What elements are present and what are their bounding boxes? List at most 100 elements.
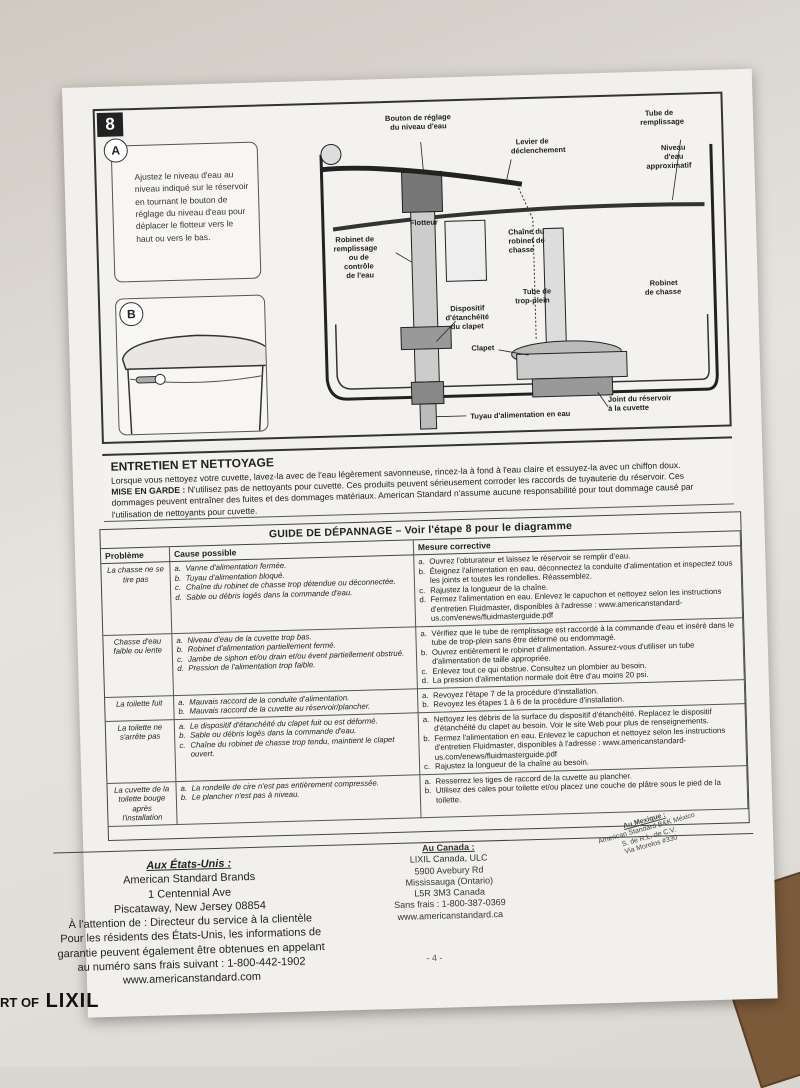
float	[444, 219, 488, 282]
cause-cell: a.Le dispositif d'étanchéité du clapet f…	[174, 712, 420, 782]
item-letter: b.	[174, 573, 182, 583]
label-supply-line: Tuyau d'alimentation en eau	[470, 409, 571, 421]
item-letter: b.	[420, 647, 428, 657]
item-letter: b.	[418, 566, 426, 576]
item-letter: d.	[419, 595, 427, 605]
step-diagram-frame: 8 A Ajustez le niveau d'eau au niveau in…	[92, 91, 732, 445]
label-fill-valve-4: contrôle	[344, 261, 374, 271]
item-letter: a.	[422, 714, 430, 724]
label-seal-2: d'étanchéité	[445, 312, 489, 322]
panel-b: B	[114, 294, 269, 436]
troubleshooting-table: Problème Cause possible Mesure correctiv…	[100, 531, 748, 826]
problem-cell: La cuvette de la toilette bouge après l'…	[107, 781, 178, 826]
label-chain-2: robinet de	[508, 236, 545, 246]
item-letter: c.	[419, 585, 426, 595]
cause-cell: a.Vanne d'alimentation fermée.b.Tuyau d'…	[169, 554, 416, 634]
problem-cell: La toilette fuit	[105, 695, 175, 722]
shank	[410, 380, 445, 405]
item-letter: b.	[178, 706, 186, 716]
problem-cell: La toilette ne s'arrête pas	[105, 719, 176, 784]
troubleshooting-guide: GUIDE DE DÉPANNAGE – Voir l'étape 8 pour…	[99, 511, 750, 842]
label-gasket-2: à la cuvette	[608, 403, 649, 413]
label-water-level-3: approximatif	[646, 160, 692, 170]
label-fill-valve-2: remplissage	[333, 243, 377, 253]
label-overflow-1: Tube de	[523, 286, 551, 296]
contacts-section: Aux États-Unis : American Standard Brand…	[53, 812, 758, 1004]
cause-cell: a.Niveau d'eau de la cuvette trop bas.b.…	[171, 626, 418, 696]
page-content: 8 A Ajustez le niveau d'eau au niveau in…	[53, 91, 758, 1004]
item-letter: b.	[176, 644, 184, 655]
label-chain-1: Chaîne du	[508, 227, 545, 237]
label-refill-tube-2: remplissage	[640, 117, 684, 127]
contact-us: Aux États-Unis : American Standard Brand…	[54, 854, 327, 990]
item-letter: c.	[421, 666, 428, 676]
problem-cell: Chasse d'eau faible ou lente	[103, 633, 174, 698]
item-letter: a.	[421, 690, 429, 700]
item-letter: b.	[178, 730, 186, 740]
item-letter: a.	[174, 563, 182, 574]
item-letter: b.	[180, 792, 188, 802]
item-letter: a.	[178, 721, 186, 731]
label-trip-lever-1: Levier de	[516, 136, 549, 146]
label-float: Flotteur	[410, 218, 438, 228]
item-letter: d.	[421, 676, 429, 686]
tank-gasket	[531, 376, 614, 398]
label-overflow-2: trop-plein	[515, 295, 550, 305]
label-flush-valve-2: de chasse	[645, 287, 682, 297]
page-number: - 4 -	[426, 952, 443, 964]
label-fill-valve-5: de l'eau	[346, 270, 374, 280]
label-water-level-knob-2: du niveau d'eau	[390, 121, 447, 132]
toilet-tank-illustration	[121, 334, 269, 435]
item-letter: a.	[418, 557, 426, 567]
item-letter: d.	[177, 663, 184, 674]
fix-cell: a.Ouvrez l'obturateur et laissez le rése…	[413, 545, 743, 627]
problem-cell: La chasse ne se tire pas	[101, 561, 172, 636]
item-letter: b.	[422, 699, 429, 710]
panel-a-instructions: Ajustez le niveau d'eau au niveau indiqu…	[134, 169, 249, 244]
flush-valve	[516, 350, 628, 380]
item-letter: a.	[424, 776, 432, 786]
label-fill-valve-1: Robinet de	[335, 234, 374, 244]
label-refill-tube-1: Tube de	[645, 108, 673, 118]
brand-name: LIXIL	[45, 990, 100, 1012]
label-water-level-2: d'eau	[664, 152, 684, 162]
brand-prefix: RT OF	[0, 995, 39, 1010]
fill-valve-cap	[400, 170, 444, 214]
label-fill-valve-3: ou de	[349, 253, 369, 263]
fix-cell: a.Resserrez les tiges de raccord de la c…	[419, 765, 748, 818]
fix-cell: a.Vérifiez que le tube de remplissage es…	[415, 617, 745, 689]
instruction-sheet: 8 A Ajustez le niveau d'eau au niveau in…	[53, 68, 778, 1018]
item-letter: b.	[423, 733, 430, 743]
label-flapper: Clapet	[471, 343, 495, 353]
item-letter: a.	[176, 635, 184, 645]
refill-tube	[332, 202, 705, 232]
label-flush-valve-1: Robinet	[650, 278, 679, 288]
lixil-logo: RT OF LIXIL	[0, 990, 99, 1013]
step-number: 8	[96, 112, 124, 138]
warning-label: MISE EN GARDE :	[111, 484, 186, 497]
item-letter: c.	[423, 761, 431, 772]
cause-cell: a.La rondelle de cire n'est pas entièrem…	[175, 774, 422, 825]
item-letter: d.	[175, 592, 182, 602]
supply-line	[419, 403, 438, 430]
label-water-level-1: Niveau	[661, 143, 686, 153]
panel-a: A Ajustez le niveau d'eau au niveau indi…	[103, 138, 262, 283]
label-seal-1: Dispositif	[450, 303, 485, 313]
tank-outline	[319, 143, 719, 401]
contact-canada: Au Canada : LIXIL Canada, ULC 5900 Avebu…	[383, 841, 515, 923]
item-letter: c.	[174, 582, 182, 593]
item-letter: a.	[178, 697, 185, 707]
tank-cutaway-diagram: Bouton de réglage du niveau d'eau Tube d…	[319, 108, 719, 430]
maintenance-section: ENTRETIEN ET NETTOYAGE Lorsque vous nett…	[102, 436, 734, 522]
label-water-level-knob-1: Bouton de réglage	[385, 112, 451, 123]
label-trip-lever-2: déclenchement	[511, 145, 566, 156]
item-letter: b.	[424, 785, 432, 796]
label-chain-3: chasse	[509, 245, 535, 255]
fill-valve-body	[410, 211, 440, 383]
panel-a-label: A	[103, 138, 129, 163]
item-text: Le plancher n'est pas à niveau.	[191, 789, 300, 802]
item-letter: a.	[420, 628, 428, 638]
fix-cell: a.Nettoyez les débris de la surface du d…	[418, 703, 747, 775]
flapper-chain	[516, 184, 537, 339]
